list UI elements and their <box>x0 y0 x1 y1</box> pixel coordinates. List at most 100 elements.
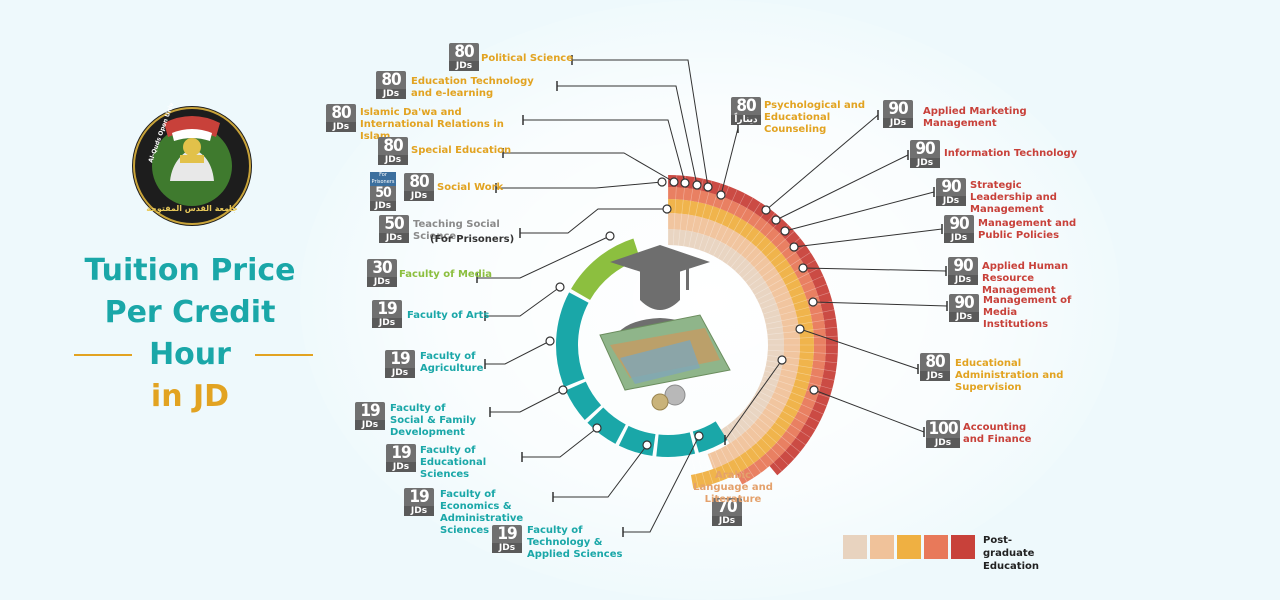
program-label: Management and Public Policies <box>978 218 1077 241</box>
price-value: 70 <box>717 497 737 517</box>
postgrad-band-stripe <box>730 422 776 478</box>
price-value: 80 <box>454 42 474 62</box>
price-unit: JDs <box>492 543 522 553</box>
postgrad-band-stripe <box>767 335 838 341</box>
connector-dot <box>669 177 679 187</box>
program-label: Education Technology and e-learning <box>411 76 534 99</box>
connector-line <box>557 85 698 186</box>
postgrad-band-stripe <box>767 349 838 355</box>
legend-swatch-4 <box>924 535 948 559</box>
connector-line <box>477 235 611 279</box>
legend-swatch-1 <box>843 535 867 559</box>
postgrad-band-stripe <box>751 252 811 291</box>
price-value: 80 <box>383 136 403 156</box>
connector-line <box>520 208 667 234</box>
postgrad-band-stripe <box>693 441 713 510</box>
program-label: Faculty of Media <box>399 269 493 280</box>
price-unit: JDs <box>948 275 978 285</box>
legend-label: Post-graduate Education <box>983 535 1039 572</box>
connector-line <box>503 152 675 183</box>
legend-swatch-5 <box>951 535 975 559</box>
connector-dot <box>545 336 555 346</box>
connector-dot <box>662 204 672 214</box>
connector-dot <box>694 431 704 441</box>
postgrad-band-stripe <box>759 385 824 415</box>
connector-line <box>485 340 551 365</box>
connector-dot <box>555 282 565 292</box>
price-value: 80 <box>409 172 429 192</box>
connector-dot <box>692 180 702 190</box>
connector-line <box>623 435 700 533</box>
price-unit: JDs <box>936 196 966 206</box>
program-label: Accounting and Finance <box>963 422 1032 445</box>
price-value: 80 <box>331 103 351 123</box>
program-label: Educational Administration and Supervisi… <box>955 358 1064 393</box>
connector-line <box>775 154 909 221</box>
price-value: 80 <box>736 96 756 116</box>
price-unit: JDs <box>379 233 409 243</box>
price-unit: JDs <box>385 368 415 378</box>
title-rule-right <box>255 354 313 356</box>
connector-line <box>812 301 948 307</box>
price-unit: JDs <box>883 118 913 128</box>
postgrad-band-stripe <box>742 231 795 279</box>
postgrad-band-stripe <box>738 415 789 466</box>
title-line-1: Tuition Price <box>84 253 296 288</box>
connector-line <box>553 444 648 498</box>
program-label: Information Technology <box>944 148 1078 159</box>
postgrad-band-stripe <box>688 178 704 248</box>
postgrad-band-stripe <box>765 365 835 381</box>
postgrad-band-stripe <box>748 403 806 446</box>
postgrad-band-1 <box>668 229 784 444</box>
undergrad-ring-segment-6 <box>656 432 696 457</box>
postgrad-band-stripe <box>763 292 830 315</box>
graduate-illustration <box>599 245 731 411</box>
university-logo: جامعة القدس المفتوحة Al-Quds Open Univer… <box>132 103 252 226</box>
connector-dot <box>771 215 781 225</box>
postgrad-band-stripe <box>756 267 820 300</box>
title-rule-left <box>74 354 132 356</box>
postgrad-band-stripe <box>738 224 789 275</box>
connector-line <box>522 427 598 458</box>
price-value: 19 <box>391 443 411 463</box>
page-title: Tuition Price Per Credit Hour in JD <box>60 250 320 418</box>
connector-dot <box>558 385 568 395</box>
connector-dot <box>809 385 819 395</box>
price-value: 30 <box>372 258 392 278</box>
price-unit: JDs <box>949 312 979 322</box>
price-value: 19 <box>497 524 517 544</box>
connector-dot <box>795 324 805 334</box>
price-unit: JDs <box>920 371 950 381</box>
program-label: Faculty of Technology & Applied Sciences <box>527 525 623 560</box>
postgrad-band-stripe <box>764 370 833 390</box>
connector-line <box>523 119 686 184</box>
price-unit: JDs <box>404 506 434 516</box>
price-value: 100 <box>928 419 959 439</box>
postgrad-band-stripe <box>672 175 678 246</box>
price-unit: JDs <box>926 438 960 448</box>
program-label: Faculty of Economics & Administrative Sc… <box>440 489 524 536</box>
connector-line <box>490 389 564 413</box>
price-value: 90 <box>953 256 973 276</box>
connector-dot <box>808 297 818 307</box>
price-tag-text: For Prisoners <box>370 172 396 186</box>
connector-line <box>724 359 783 441</box>
postgrad-band-stripe <box>765 309 835 325</box>
price-value: 80 <box>925 352 945 372</box>
undergrad-ring-segment-2 <box>556 292 589 387</box>
undergrad-ring-segment-3 <box>565 381 602 420</box>
connector-line <box>572 59 709 188</box>
title-line-2: Per Credit Hour <box>104 295 276 372</box>
connector-dot <box>761 205 771 215</box>
price-unit: JDs <box>386 462 416 472</box>
postgrad-band-stripe <box>726 425 769 483</box>
price-value: 80 <box>381 70 401 90</box>
program-label: Faculty of Social & Family Development <box>390 403 477 438</box>
